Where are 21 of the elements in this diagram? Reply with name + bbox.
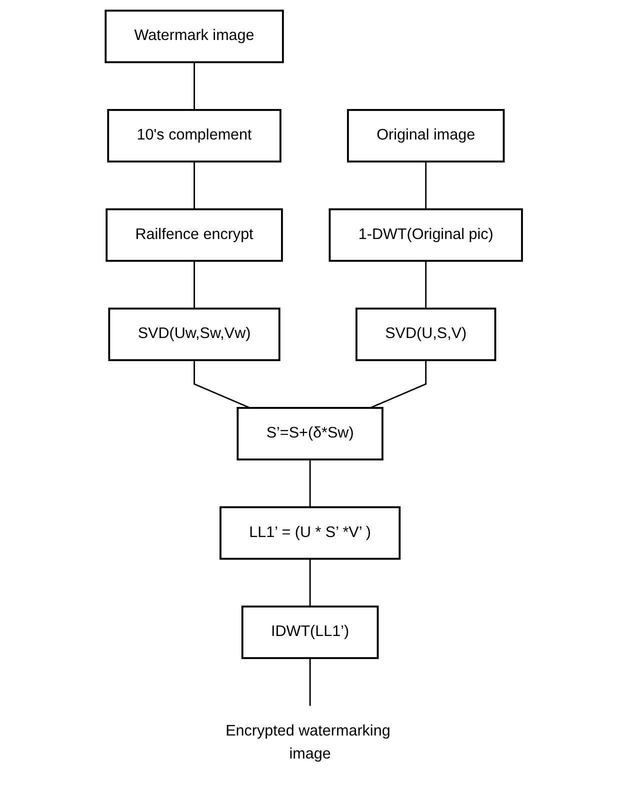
connector	[194, 62, 196, 110]
connector	[310, 558, 311, 607]
node-box: 1-DWT(Original pic)	[328, 208, 524, 262]
connector	[194, 162, 196, 210]
connector	[370, 360, 427, 409]
node-box: Railfence encrypt	[106, 208, 284, 262]
node-box: 10's complement	[107, 109, 282, 162]
node-text: Encrypted watermarking image	[226, 723, 390, 762]
node-box: SVD(Uw,Sw,Vw)	[108, 308, 281, 362]
connector	[425, 162, 427, 210]
connector	[425, 260, 427, 309]
connector	[194, 360, 250, 409]
connector	[310, 658, 311, 706]
connector	[310, 459, 311, 508]
node-box: LL1’ = (U * S’ *V’ )	[220, 506, 401, 560]
node-box: Watermark image	[104, 10, 284, 64]
connector	[194, 260, 196, 309]
node-box: SVD(U,S,V)	[356, 308, 496, 362]
node-box: IDWT(LL1’)	[242, 606, 379, 660]
node-box: S’=S+(δ*Sw)	[236, 406, 384, 460]
node-box: Original image	[347, 109, 505, 162]
